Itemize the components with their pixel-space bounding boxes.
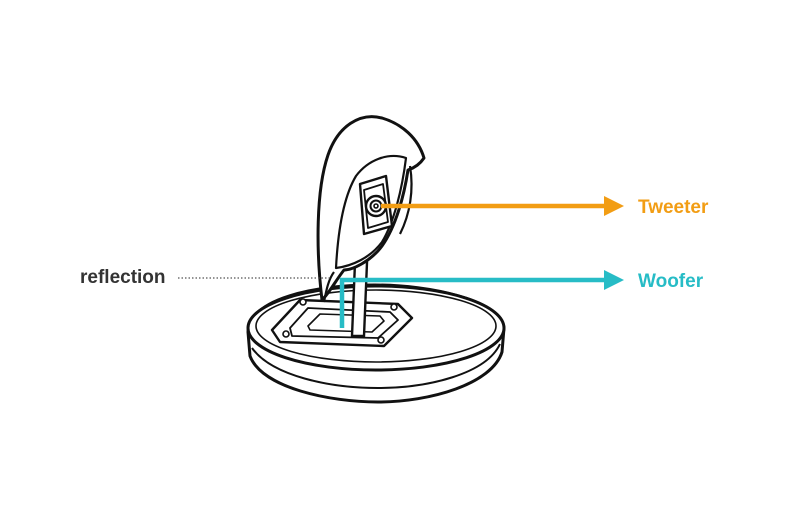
reflection-callout: reflection bbox=[80, 267, 330, 288]
woofer-callout-line bbox=[339, 277, 606, 328]
tweeter-label: Tweeter bbox=[638, 197, 709, 218]
tweeter-arrowhead bbox=[604, 196, 624, 216]
tweeter-housing bbox=[358, 174, 394, 236]
reflection-label: reflection bbox=[80, 267, 166, 288]
woofer-label: Woofer bbox=[638, 271, 704, 292]
woofer-callout: Woofer bbox=[339, 270, 704, 328]
woofer-arrowhead bbox=[604, 270, 624, 290]
tweeter-callout: Tweeter bbox=[381, 196, 709, 218]
